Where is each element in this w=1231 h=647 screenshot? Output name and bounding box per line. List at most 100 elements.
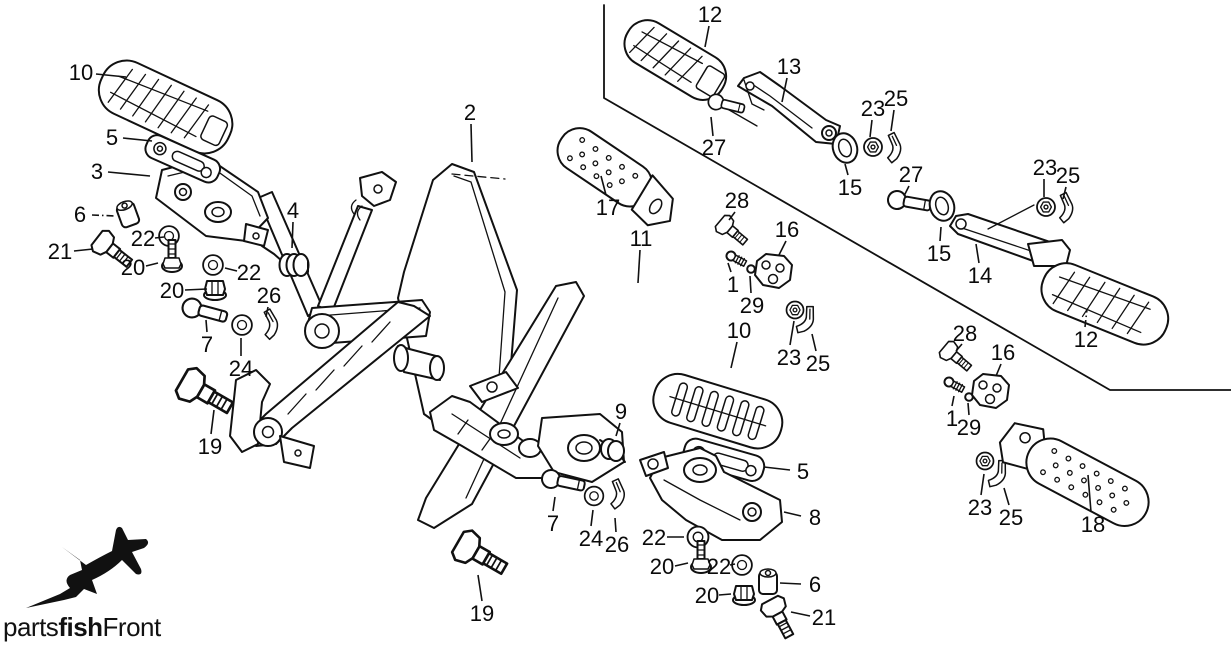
callout-29: 29 <box>957 415 981 440</box>
leader-line-23 <box>789 320 795 346</box>
callout-15: 15 <box>838 175 862 200</box>
callout-4: 4 <box>287 198 299 223</box>
leader-line-20 <box>674 562 689 567</box>
part-rubber-stopper-6a <box>113 197 142 230</box>
part-step-arm-14 <box>949 213 1071 267</box>
part-bolt-21b <box>757 592 802 644</box>
part-footpeg-rubber-10-mid <box>652 372 784 450</box>
leader-line-14 <box>975 243 980 264</box>
leader-line-25 <box>890 109 895 132</box>
part-washer-24a <box>231 314 253 336</box>
callout-12: 12 <box>1074 327 1098 352</box>
part-nut-20d <box>732 585 756 606</box>
leader-line-7 <box>552 496 556 512</box>
callout-22: 22 <box>642 525 666 550</box>
callout-20: 20 <box>160 278 184 303</box>
callout-13: 13 <box>777 54 801 79</box>
callout-24: 24 <box>579 526 603 551</box>
part-pivot-bolt-27b <box>885 188 934 216</box>
callout-26: 26 <box>605 532 629 557</box>
leader-line-15 <box>939 226 942 242</box>
callout-7: 7 <box>201 332 213 357</box>
callout-5: 5 <box>797 459 809 484</box>
logo-text-front: Front <box>102 612 162 642</box>
axis-line-right <box>987 204 1035 230</box>
part-return-spring-4 <box>261 245 310 277</box>
part-footpeg-12-top <box>623 19 728 101</box>
callout-7: 7 <box>547 511 559 536</box>
part-wave-washer-15b <box>924 187 960 225</box>
leader-line-23 <box>980 473 985 496</box>
callout-22: 22 <box>707 554 731 579</box>
leader-line-7 <box>205 319 208 333</box>
part-nut-23a <box>863 137 883 157</box>
callout-25: 25 <box>999 505 1023 530</box>
leader-line-10 <box>95 73 127 78</box>
part-joint-plate-16b <box>971 373 1010 409</box>
leader-line-25 <box>1062 186 1067 200</box>
callout-1: 1 <box>946 406 958 431</box>
part-rubber-stopper-6b <box>758 568 778 595</box>
callout-10: 10 <box>69 60 93 85</box>
leader-line-1 <box>951 395 955 407</box>
leader-line-29 <box>967 402 970 416</box>
callout-6: 6 <box>809 572 821 597</box>
callout-28: 28 <box>953 321 977 346</box>
callout-8: 8 <box>809 505 821 530</box>
callout-19: 19 <box>198 434 222 459</box>
part-joint-plate-16a <box>754 253 793 289</box>
part-steel-ball-29a <box>746 264 756 274</box>
leader-line-29 <box>749 275 752 294</box>
leader-line-12 <box>1084 308 1088 328</box>
callout-16: 16 <box>775 217 799 242</box>
callout-3: 3 <box>91 159 103 184</box>
leader-lines <box>73 25 1092 617</box>
leader-line-15 <box>844 163 849 176</box>
callout-12: 12 <box>698 2 722 27</box>
leader-line-27 <box>710 116 714 137</box>
callout-17: 17 <box>596 195 620 220</box>
leader-line-12 <box>704 25 710 48</box>
leader-line-26 <box>265 306 269 318</box>
callout-22: 22 <box>131 226 155 251</box>
callout-23: 23 <box>968 495 992 520</box>
leader-line-3 <box>107 171 151 177</box>
callout-6: 6 <box>74 202 86 227</box>
part-cotter-pin-25b <box>1054 190 1077 225</box>
callout-18: 18 <box>1081 512 1105 537</box>
callout-14: 14 <box>968 263 992 288</box>
callout-27: 27 <box>702 135 726 160</box>
leader-line-26 <box>614 517 617 533</box>
leader-line-27 <box>903 185 910 197</box>
callout-5: 5 <box>106 125 118 150</box>
callout-1: 1 <box>727 272 739 297</box>
leader-line-18 <box>1087 474 1092 513</box>
leader-line-28 <box>728 211 736 221</box>
callout-28: 28 <box>725 188 749 213</box>
part-screw-1b <box>941 374 967 395</box>
part-footpeg-12-right <box>1040 262 1170 346</box>
logo-text: partsfishFront <box>3 612 161 643</box>
divider-line <box>603 4 1231 391</box>
callout-25: 25 <box>806 351 830 376</box>
callout-16: 16 <box>991 340 1015 365</box>
leader-line-17 <box>600 175 607 196</box>
callout-21: 21 <box>812 605 836 630</box>
leader-line-25 <box>811 333 817 352</box>
leader-line-16 <box>995 363 1002 377</box>
part-cotter-pin-26a <box>259 307 281 341</box>
callout-26: 26 <box>257 283 281 308</box>
part-nut-23d <box>975 451 995 471</box>
leader-line-6 <box>91 214 117 217</box>
callout-23: 23 <box>1033 155 1057 180</box>
callout-25: 25 <box>884 86 908 111</box>
part-step-plate-5-top <box>144 134 222 184</box>
part-pivot-bolt-27a <box>705 91 747 118</box>
leader-line-4 <box>291 221 294 249</box>
callout-22: 22 <box>237 260 261 285</box>
logo-text-fish: fish <box>58 612 103 642</box>
leader-line-20 <box>184 288 208 291</box>
